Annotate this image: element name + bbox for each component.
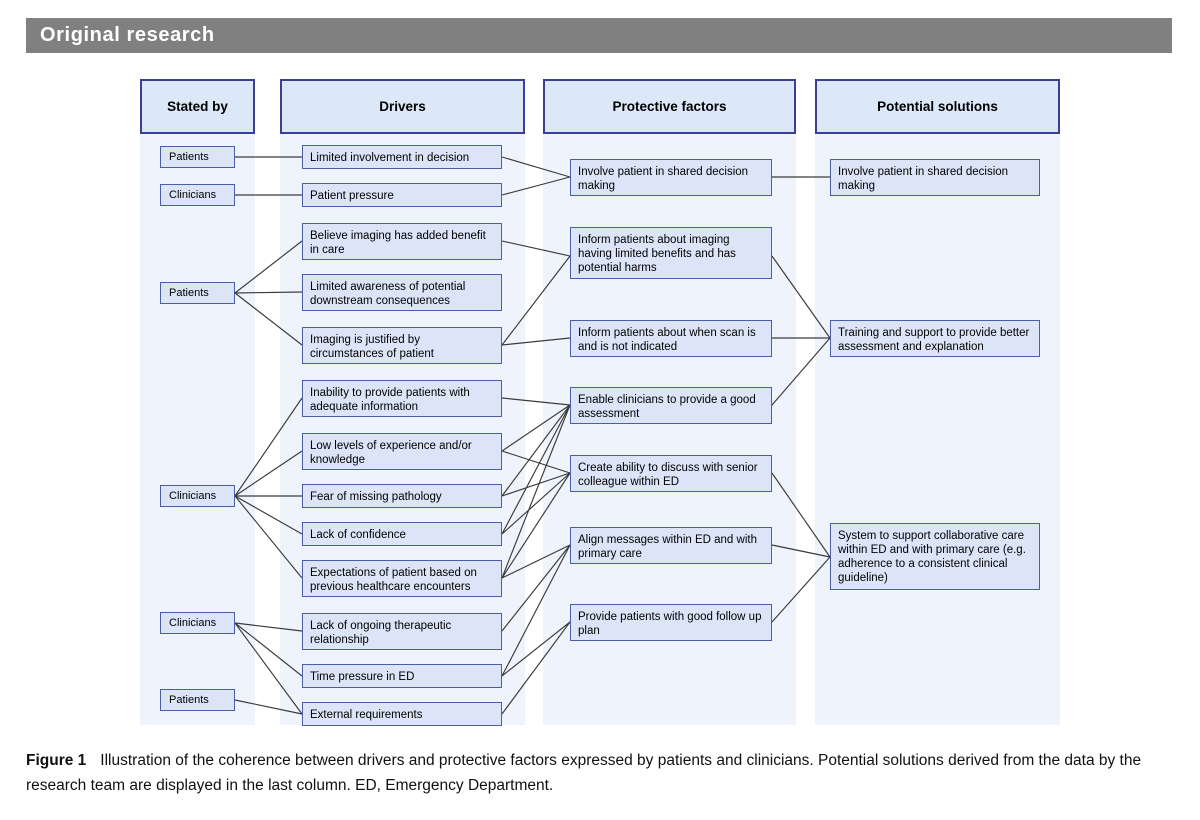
- protective-factor-node: Align messages within ED and with primar…: [570, 527, 772, 564]
- protective-factor-node: Inform patients about imaging having lim…: [570, 227, 772, 279]
- driver-node: Expectations of patient based on previou…: [302, 560, 502, 597]
- potential-solution-node: Involve patient in shared decision makin…: [830, 159, 1040, 196]
- driver-node: Lack of ongoing therapeutic relationship: [302, 613, 502, 650]
- driver-node: Limited awareness of potential downstrea…: [302, 274, 502, 311]
- figure-canvas: Stated by Drivers Protective factors Pot…: [0, 60, 1200, 735]
- node-label: Low levels of experience and/or knowledg…: [310, 440, 472, 466]
- protective-factor-node: Enable clinicians to provide a good asse…: [570, 387, 772, 424]
- driver-node: Inability to provide patients with adequ…: [302, 380, 502, 417]
- stated-by-node: Clinicians: [160, 612, 235, 634]
- node-label: Patient pressure: [310, 190, 394, 202]
- node-label: External requirements: [310, 709, 423, 721]
- node-label: Expectations of patient based on previou…: [310, 567, 477, 593]
- node-label: Inform patients about when scan is and i…: [578, 327, 756, 353]
- node-label: Involve patient in shared decision makin…: [838, 166, 1009, 192]
- driver-node: Limited involvement in decision: [302, 145, 502, 169]
- node-label: Patients: [169, 286, 209, 299]
- node-label: Limited awareness of potential downstrea…: [310, 281, 466, 307]
- figure-caption-text: Illustration of the coherence between dr…: [26, 752, 1142, 794]
- stated-by-node: Clinicians: [160, 485, 235, 507]
- column-header-potential-solutions: Potential solutions: [815, 79, 1060, 134]
- driver-node: Low levels of experience and/or knowledg…: [302, 433, 502, 470]
- driver-node: Fear of missing pathology: [302, 484, 502, 508]
- node-label: Inability to provide patients with adequ…: [310, 387, 470, 413]
- column-header-label: Drivers: [379, 98, 426, 114]
- driver-node: Time pressure in ED: [302, 664, 502, 688]
- protective-factor-node: Involve patient in shared decision makin…: [570, 159, 772, 196]
- driver-node: Imaging is justified by circumstances of…: [302, 327, 502, 364]
- protective-factor-node: Create ability to discuss with senior co…: [570, 455, 772, 492]
- node-label: Patients: [169, 150, 209, 163]
- column-header-protective-factors: Protective factors: [543, 79, 796, 134]
- figure-caption-label: Figure 1: [26, 752, 87, 769]
- node-label: Believe imaging has added benefit in car…: [310, 230, 486, 256]
- node-label: Lack of confidence: [310, 529, 406, 541]
- node-label: Time pressure in ED: [310, 671, 415, 683]
- node-label: Involve patient in shared decision makin…: [578, 166, 749, 192]
- node-label: Provide patients with good follow up pla…: [578, 611, 762, 637]
- node-label: Clinicians: [169, 489, 217, 502]
- node-label: Inform patients about imaging having lim…: [578, 234, 736, 274]
- driver-node: Lack of confidence: [302, 522, 502, 546]
- node-label: System to support collaborative care wit…: [838, 530, 1026, 584]
- column-header-label: Stated by: [167, 98, 228, 114]
- running-head-bar: Original research: [26, 18, 1172, 53]
- column-header-label: Protective factors: [612, 98, 727, 114]
- node-label: Enable clinicians to provide a good asse…: [578, 394, 756, 420]
- node-label: Align messages within ED and with primar…: [578, 534, 757, 560]
- stated-by-node: Clinicians: [160, 184, 235, 206]
- protective-factor-node: Provide patients with good follow up pla…: [570, 604, 772, 641]
- node-label: Clinicians: [169, 616, 217, 629]
- connector-layer: [234, 156, 831, 715]
- column-header-drivers: Drivers: [280, 79, 525, 134]
- stated-by-node: Patients: [160, 146, 235, 168]
- potential-solution-node: Training and support to provide better a…: [830, 320, 1040, 357]
- stated-by-node: Patients: [160, 282, 235, 304]
- node-label: Training and support to provide better a…: [838, 327, 1030, 353]
- node-label: Create ability to discuss with senior co…: [578, 462, 758, 488]
- running-head-label: Original research: [40, 23, 215, 46]
- node-label: Limited involvement in decision: [310, 152, 470, 164]
- node-label: Clinicians: [169, 188, 217, 201]
- node-label: Lack of ongoing therapeutic relationship: [310, 620, 452, 646]
- node-label: Imaging is justified by circumstances of…: [310, 334, 435, 360]
- driver-node: External requirements: [302, 702, 502, 726]
- node-label: Patients: [169, 693, 209, 706]
- driver-node: Patient pressure: [302, 183, 502, 207]
- protective-factor-node: Inform patients about when scan is and i…: [570, 320, 772, 357]
- potential-solution-node: System to support collaborative care wit…: [830, 523, 1040, 590]
- stated-by-node: Patients: [160, 689, 235, 711]
- node-label: Fear of missing pathology: [310, 491, 442, 503]
- driver-node: Believe imaging has added benefit in car…: [302, 223, 502, 260]
- column-header-stated-by: Stated by: [140, 79, 255, 134]
- column-header-label: Potential solutions: [877, 98, 998, 114]
